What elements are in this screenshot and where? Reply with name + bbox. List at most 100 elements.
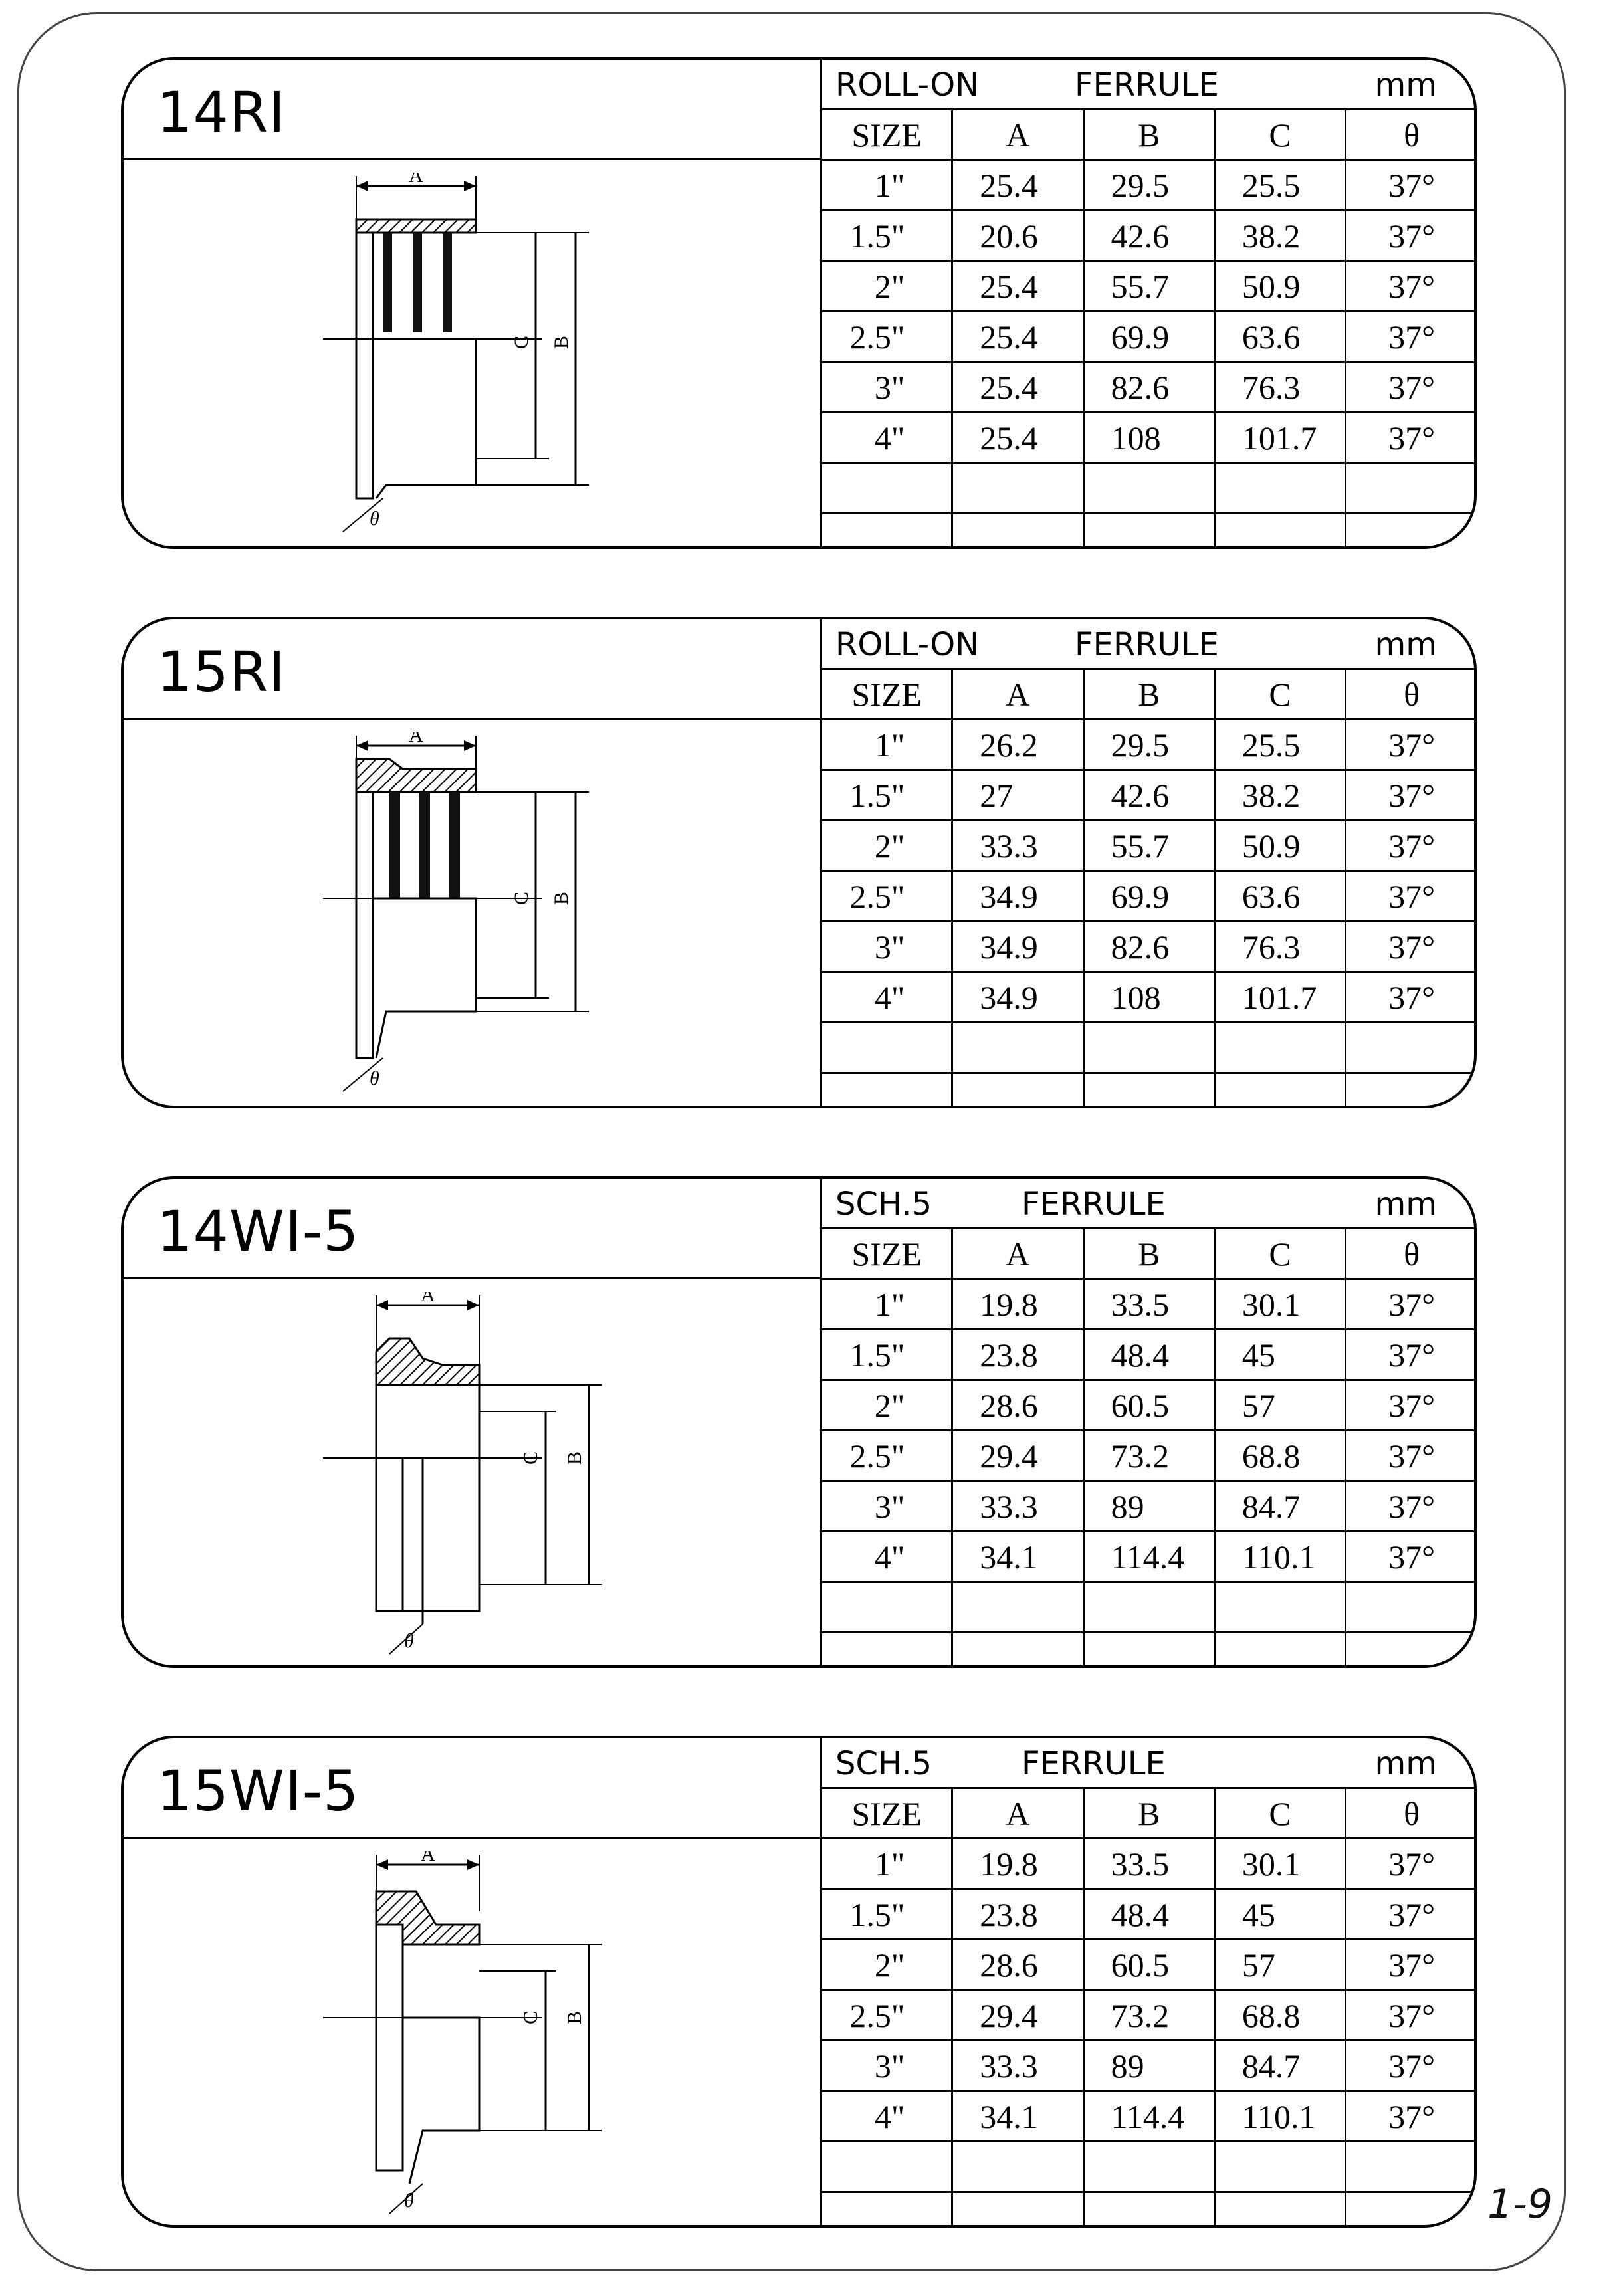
dim-label-a: A <box>421 1292 435 1306</box>
cell-size: 1.5" <box>819 769 954 821</box>
cell-theta: 37° <box>1345 1938 1474 1991</box>
dim-label-b: B <box>550 892 572 905</box>
cell-size: 2.5" <box>819 1989 954 2041</box>
section-card-15wi-5: 15WI-5 A C B θ SCH.5 FERRULE mm SIZE A B… <box>121 1736 1477 2228</box>
cell-c: 63.6 <box>1213 310 1347 363</box>
column-header-row: SIZE A B C θ <box>819 108 1474 161</box>
column-header: C <box>1213 1787 1347 1839</box>
title-divider <box>124 158 820 160</box>
cell-a: 25.4 <box>951 361 1085 413</box>
header-type: ROLL-ON <box>835 626 980 663</box>
page-frame <box>17 12 1566 2271</box>
cell-theta: 37° <box>1345 159 1474 211</box>
cell-c: 76.3 <box>1213 361 1347 413</box>
cell-size: 4" <box>819 971 954 1023</box>
table-header: SCH.5 FERRULE mm <box>820 1179 1474 1229</box>
dim-label-c: C <box>510 892 532 905</box>
cell-b: 48.4 <box>1082 1328 1216 1381</box>
cell-b: 82.6 <box>1082 920 1216 973</box>
cell-theta: 37° <box>1345 2039 1474 2092</box>
header-type: SCH.5 <box>835 1186 932 1223</box>
column-header: B <box>1082 1787 1216 1839</box>
column-header: B <box>1082 108 1216 161</box>
cell-size: 4" <box>819 2090 954 2142</box>
cell-size: 3" <box>819 361 954 413</box>
cell-size: 2" <box>819 1379 954 1431</box>
cell-size: 1" <box>819 718 954 771</box>
cell-theta: 37° <box>1345 1530 1474 1583</box>
column-header: C <box>1213 668 1347 720</box>
header-kind: FERRULE <box>1075 66 1219 104</box>
empty-row <box>819 2140 1474 2193</box>
section-card-15ri: 15RI A C B θ ROLL-ON FERRULE mm SIZE A B <box>121 617 1477 1108</box>
cell-b: 73.2 <box>1082 1429 1216 1482</box>
cell-b: 114.4 <box>1082 2090 1216 2142</box>
cell-size: 1" <box>819 1837 954 1890</box>
cell-a: 33.3 <box>951 1480 1085 1532</box>
dim-label-c: C <box>520 1451 542 1465</box>
dim-label-a: A <box>409 173 423 187</box>
cell-c: 50.9 <box>1213 260 1347 312</box>
cell-theta: 37° <box>1345 2090 1474 2142</box>
cell-c: 30.1 <box>1213 1278 1347 1330</box>
cell-a: 19.8 <box>951 1278 1085 1330</box>
dim-label-a: A <box>421 1851 435 1865</box>
cell-theta: 37° <box>1345 1379 1474 1431</box>
cell-a: 29.4 <box>951 1989 1085 2041</box>
table-header: ROLL-ON FERRULE mm <box>820 60 1474 110</box>
column-header: SIZE <box>819 108 954 161</box>
column-header: C <box>1213 108 1347 161</box>
cell-b: 114.4 <box>1082 1530 1216 1583</box>
cell-b: 33.5 <box>1082 1278 1216 1330</box>
header-type: ROLL-ON <box>835 66 980 104</box>
header-kind: FERRULE <box>1022 1745 1166 1782</box>
dim-label-b: B <box>564 2011 586 2024</box>
cell-theta: 37° <box>1345 260 1474 312</box>
dim-label-b: B <box>564 1451 586 1465</box>
title-divider <box>124 1837 820 1839</box>
page-number: 1-9 <box>1487 2181 1553 2228</box>
cell-a: 33.3 <box>951 819 1085 872</box>
cell-theta: 37° <box>1345 819 1474 872</box>
cell-b: 48.4 <box>1082 1888 1216 1940</box>
cell-c: 25.5 <box>1213 718 1347 771</box>
table-header: ROLL-ON FERRULE mm <box>820 619 1474 670</box>
header-kind: FERRULE <box>1022 1186 1166 1223</box>
column-header-row: SIZE A B C θ <box>819 1787 1474 1839</box>
section-code: 14WI-5 <box>157 1199 360 1264</box>
column-header: θ <box>1345 1787 1474 1839</box>
cell-a: 25.4 <box>951 310 1085 363</box>
cell-theta: 37° <box>1345 718 1474 771</box>
column-header: B <box>1082 668 1216 720</box>
section-card-14wi-5: 14WI-5 A C B θ SCH.5 FERRULE mm SIZE A B <box>121 1176 1477 1668</box>
header-unit: mm <box>1374 1186 1437 1223</box>
cell-c: 101.7 <box>1213 411 1347 464</box>
cell-a: 34.1 <box>951 1530 1085 1583</box>
column-header: SIZE <box>819 1227 954 1280</box>
cell-a: 23.8 <box>951 1328 1085 1381</box>
cell-a: 34.1 <box>951 2090 1085 2142</box>
column-header: C <box>1213 1227 1347 1280</box>
cell-c: 38.2 <box>1213 209 1347 262</box>
cell-c: 101.7 <box>1213 971 1347 1023</box>
cell-a: 25.4 <box>951 411 1085 464</box>
cell-b: 42.6 <box>1082 209 1216 262</box>
cell-theta: 37° <box>1345 1989 1474 2041</box>
section-code: 15WI-5 <box>157 1758 360 1824</box>
section-code: 14RI <box>157 80 286 145</box>
column-header: A <box>951 1227 1085 1280</box>
cell-b: 29.5 <box>1082 718 1216 771</box>
